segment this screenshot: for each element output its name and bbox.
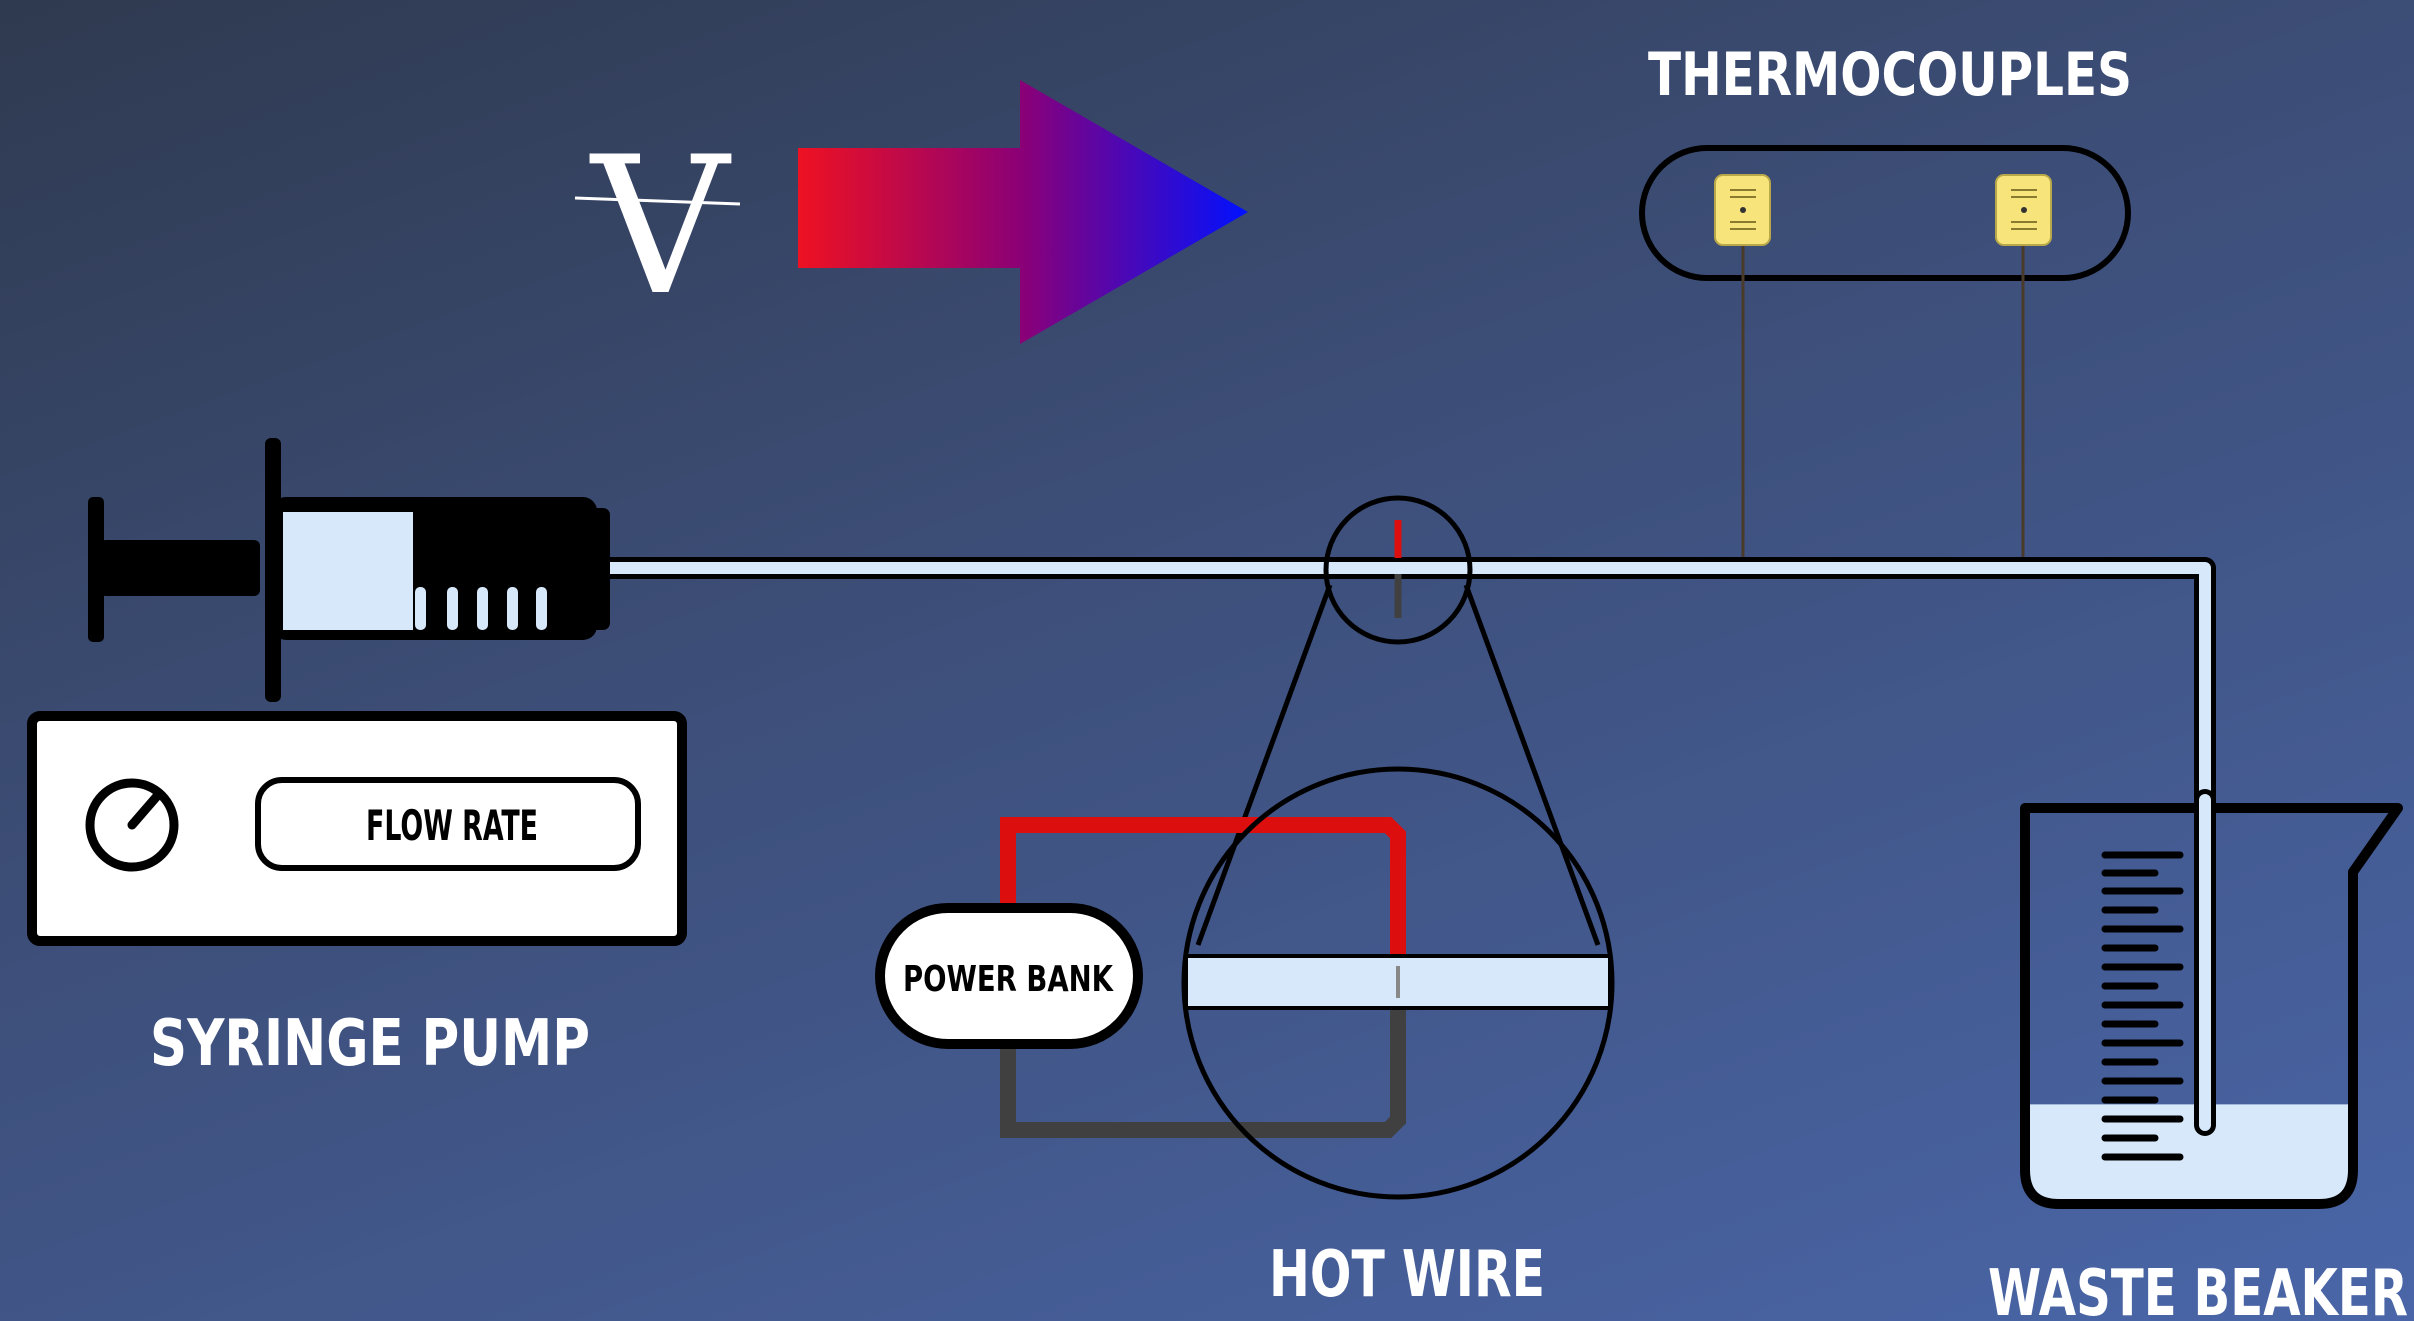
magnifier-large-circle xyxy=(1181,766,1615,1200)
syringe-plunger-end xyxy=(88,497,104,642)
flow-symbol-label: V xyxy=(589,116,731,337)
syringe xyxy=(88,438,610,702)
flow-indicator: V xyxy=(574,80,1248,344)
syringe-pump: FLOW RATE SYRINGE PUMP xyxy=(27,711,687,1081)
dial-gauge-icon[interactable] xyxy=(85,778,179,872)
hot-wire-title: HOT WIRE xyxy=(1269,1238,1545,1312)
flow-direction-arrow-icon xyxy=(798,80,1248,344)
waste-beaker: WASTE BEAKER xyxy=(1988,789,2408,1321)
power-bank: POWER BANK xyxy=(875,903,1143,1049)
thermocouples-group: THERMOCOUPLES xyxy=(1639,40,2132,560)
power-bank-body xyxy=(875,903,1143,1049)
sensor-chip-icon xyxy=(1995,174,2052,246)
thermocouples-title: THERMOCOUPLES xyxy=(1648,40,2132,110)
beaker-graduations xyxy=(2101,851,2184,1161)
hot-wire-assembly: HOT WIRE xyxy=(1000,495,1615,1312)
magnifier-tangent-left xyxy=(1195,584,1333,946)
sensor-chip-icon xyxy=(1714,174,1771,246)
negative-lead xyxy=(1000,1000,1406,1138)
flow-rate-button[interactable]: FLOW RATE xyxy=(255,777,641,871)
magnifier-tangent-right xyxy=(1463,584,1601,946)
syringe-nozzle xyxy=(588,508,610,630)
thermocouple-housing xyxy=(1639,145,2131,281)
flow-symbol-strike xyxy=(574,196,741,206)
syringe-pump-title: SYRINGE PUMP xyxy=(150,1007,590,1081)
syringe-plunger-rod xyxy=(100,540,260,596)
beaker-liquid xyxy=(2025,1104,2353,1204)
beaker-outline xyxy=(2020,803,2403,1209)
positive-lead xyxy=(1000,817,1406,965)
magnifier-small-circle xyxy=(1323,495,1473,645)
power-bank-label: POWER BANK xyxy=(903,959,1115,1000)
flow-rate-label: FLOW RATE xyxy=(366,801,538,850)
waste-beaker-title: WASTE BEAKER xyxy=(1988,1257,2408,1321)
syringe-graduations xyxy=(355,587,547,630)
